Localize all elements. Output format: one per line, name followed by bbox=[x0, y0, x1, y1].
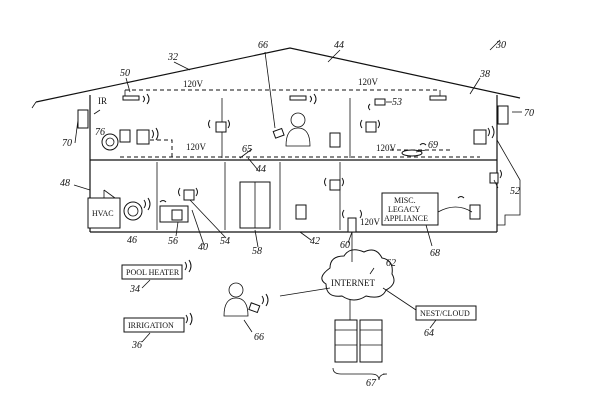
nest-cloud-box: NEST/CLOUD bbox=[415, 305, 477, 321]
ref-36: 36 bbox=[131, 340, 142, 351]
ref-52: 52 bbox=[510, 186, 520, 197]
misc-label-line2: LEGACY bbox=[388, 205, 421, 214]
voltage-label-mid-right: 120V bbox=[376, 143, 397, 153]
hvac-label: HVAC bbox=[92, 209, 114, 218]
ref-67: 67 bbox=[366, 378, 377, 389]
misc-label-line3: APPLIANCE bbox=[384, 214, 428, 223]
misc-legacy-appliance: MISC. LEGACY APPLIANCE bbox=[381, 192, 473, 226]
hazard-detector bbox=[159, 200, 189, 223]
cloud-servers bbox=[332, 319, 388, 381]
voltage-label-top-right: 120V bbox=[358, 77, 379, 87]
ref-44-mid: 44 bbox=[256, 164, 266, 175]
irrigation-box: IRRIGATION bbox=[123, 312, 193, 333]
ref-40: 40 bbox=[198, 242, 208, 253]
house-roof bbox=[31, 47, 521, 109]
ref-62: 62 bbox=[386, 258, 396, 269]
person-with-tablet-upper bbox=[272, 112, 311, 147]
wall-outlets bbox=[295, 125, 495, 220]
ref-70-left: 70 bbox=[62, 138, 72, 149]
voltage-label-node: 120V bbox=[360, 217, 381, 227]
security-camera bbox=[368, 98, 386, 111]
ir-label: IR bbox=[98, 96, 107, 106]
hvac-unit: HVAC bbox=[87, 189, 121, 229]
ref-30: 30 bbox=[495, 40, 506, 51]
ref-56: 56 bbox=[168, 236, 178, 247]
network-links bbox=[279, 232, 417, 320]
ref-66-top: 66 bbox=[258, 40, 268, 51]
hub-device: 120V bbox=[342, 209, 381, 233]
ref-76: 76 bbox=[95, 127, 105, 138]
ref-32: 32 bbox=[167, 52, 178, 63]
ref-70-right: 70 bbox=[524, 108, 534, 119]
ref-53: 53 bbox=[392, 97, 402, 108]
smart-thermostat-upper: 120V bbox=[101, 127, 207, 158]
ref-69: 69 bbox=[428, 140, 438, 151]
exterior-device-right bbox=[497, 105, 509, 125]
internet-label: INTERNET bbox=[331, 278, 375, 288]
nest-cloud-label: NEST/CLOUD bbox=[420, 309, 470, 318]
ref-58: 58 bbox=[252, 246, 262, 257]
misc-label-line1: MISC. bbox=[394, 196, 416, 205]
voltage-label-mid-left: 120V bbox=[186, 142, 207, 152]
ref-44-top: 44 bbox=[334, 40, 344, 51]
light-switches bbox=[178, 119, 380, 201]
ref-38: 38 bbox=[479, 69, 490, 80]
person-with-tablet-lower bbox=[223, 282, 269, 317]
pool-heater-box: POOL HEATER bbox=[121, 259, 192, 280]
ref-65: 65 bbox=[242, 144, 252, 155]
ref-46: 46 bbox=[127, 235, 137, 246]
reference-leaders bbox=[73, 39, 522, 343]
entry-door bbox=[239, 181, 271, 229]
ir-arrow bbox=[93, 109, 101, 115]
ref-66-bottom: 66 bbox=[254, 332, 264, 343]
robot-vacuum bbox=[390, 143, 450, 157]
ref-48: 48 bbox=[60, 178, 70, 189]
smart-thermostat-lower bbox=[123, 197, 151, 221]
ceiling-lights bbox=[122, 93, 447, 105]
house-structure bbox=[77, 95, 521, 233]
ref-68: 68 bbox=[430, 248, 440, 259]
exterior-device-left bbox=[77, 109, 89, 129]
ref-34: 34 bbox=[129, 284, 140, 295]
irrigation-label: IRRIGATION bbox=[128, 321, 174, 330]
internet-cloud: INTERNET bbox=[321, 249, 395, 301]
ref-54: 54 bbox=[220, 236, 230, 247]
ref-50: 50 bbox=[120, 68, 130, 79]
ref-60: 60 bbox=[340, 240, 350, 251]
doorbell bbox=[489, 169, 502, 184]
ref-42: 42 bbox=[310, 236, 320, 247]
reference-numerals: 30 32 44 66 50 38 53 70 70 76 65 44 69 4… bbox=[60, 40, 534, 389]
voltage-label-top-left: 120V bbox=[183, 79, 204, 89]
ref-64: 64 bbox=[424, 328, 434, 339]
pool-heater-label: POOL HEATER bbox=[126, 268, 180, 277]
outlet-upper-left bbox=[136, 129, 150, 145]
